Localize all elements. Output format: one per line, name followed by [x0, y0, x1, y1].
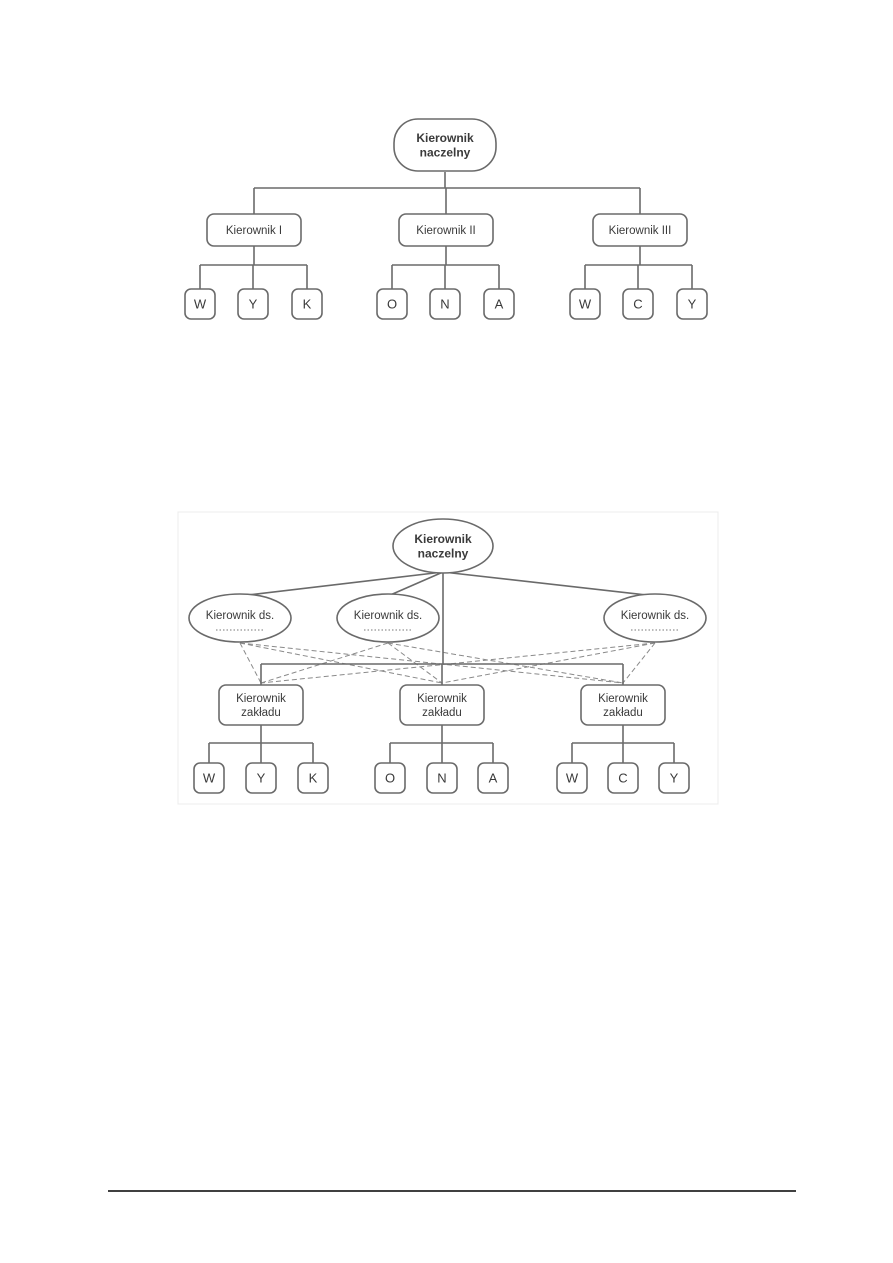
root-node-box: [393, 118, 497, 172]
leaf-node-box: [556, 762, 588, 794]
manager-node-label: Kierownik II: [416, 225, 475, 237]
specialist-node-label: Kierownik ds.: [206, 610, 274, 622]
leaf-node-label: K: [303, 297, 312, 312]
specialist-node-oval: [188, 593, 292, 643]
specialist-node-oval: [336, 593, 440, 643]
leaf-node-box: [622, 288, 654, 320]
leaf-node-box: [607, 762, 639, 794]
leaf-node-label: Y: [249, 297, 258, 312]
leaf-node-label: O: [385, 771, 395, 786]
leaf-node-label: W: [203, 771, 216, 786]
leaf-node-label: K: [309, 771, 318, 786]
leaf-node-box: [477, 762, 509, 794]
leaf-node-box: [569, 288, 601, 320]
leaf-node-label: O: [387, 297, 397, 312]
leaf-node-label: W: [579, 297, 592, 312]
leaf-node-box: [291, 288, 323, 320]
root-node-oval: [392, 518, 494, 574]
leaf-node-label: W: [194, 297, 207, 312]
leaf-node-label: A: [495, 297, 504, 312]
leaf-node-box: [658, 762, 690, 794]
staff-link-dashed: [441, 642, 656, 684]
specialist-node-label: Kierownik ds.: [354, 610, 422, 622]
leaf-node-box: [374, 762, 406, 794]
staff-link-dashed: [260, 642, 389, 684]
staff-link-dashed: [387, 642, 443, 684]
manager-node-label: Kierownik III: [609, 225, 672, 237]
staff-link-dashed: [387, 642, 624, 684]
leaf-node-box: [483, 288, 515, 320]
staff-link-dashed: [239, 642, 262, 684]
leaf-node-label: A: [489, 771, 498, 786]
leaf-node-label: Y: [257, 771, 266, 786]
leaf-node-label: Y: [670, 771, 679, 786]
leaf-node-box: [429, 288, 461, 320]
leaf-node-box: [237, 288, 269, 320]
staff-link-dashed: [239, 642, 624, 684]
staff-link-dashed: [622, 642, 656, 684]
specialist-node-oval: [603, 593, 707, 643]
leaf-node-box: [426, 762, 458, 794]
figure-frame: [177, 511, 719, 805]
leaf-node-box: [193, 762, 225, 794]
staff-link-dashed: [239, 642, 443, 684]
leaf-node-box: [676, 288, 708, 320]
root-to-specialist-line: [442, 571, 656, 597]
leaf-node-box: [245, 762, 277, 794]
leaf-node-label: W: [566, 771, 579, 786]
leaf-node-box: [297, 762, 329, 794]
root-to-specialist-line: [239, 571, 444, 597]
leaf-node-label: C: [618, 771, 627, 786]
leaf-node-label: N: [437, 771, 446, 786]
root-to-specialist-line: [387, 571, 444, 597]
leaf-node-label: N: [440, 297, 449, 312]
manager-node-label: Kierownik I: [226, 225, 282, 237]
leaf-node-box: [184, 288, 216, 320]
leaf-node-box: [376, 288, 408, 320]
leaf-node-label: C: [633, 297, 642, 312]
specialist-node-label: Kierownik ds.: [621, 610, 689, 622]
leaf-node-label: Y: [688, 297, 697, 312]
staff-link-dashed: [260, 642, 656, 684]
